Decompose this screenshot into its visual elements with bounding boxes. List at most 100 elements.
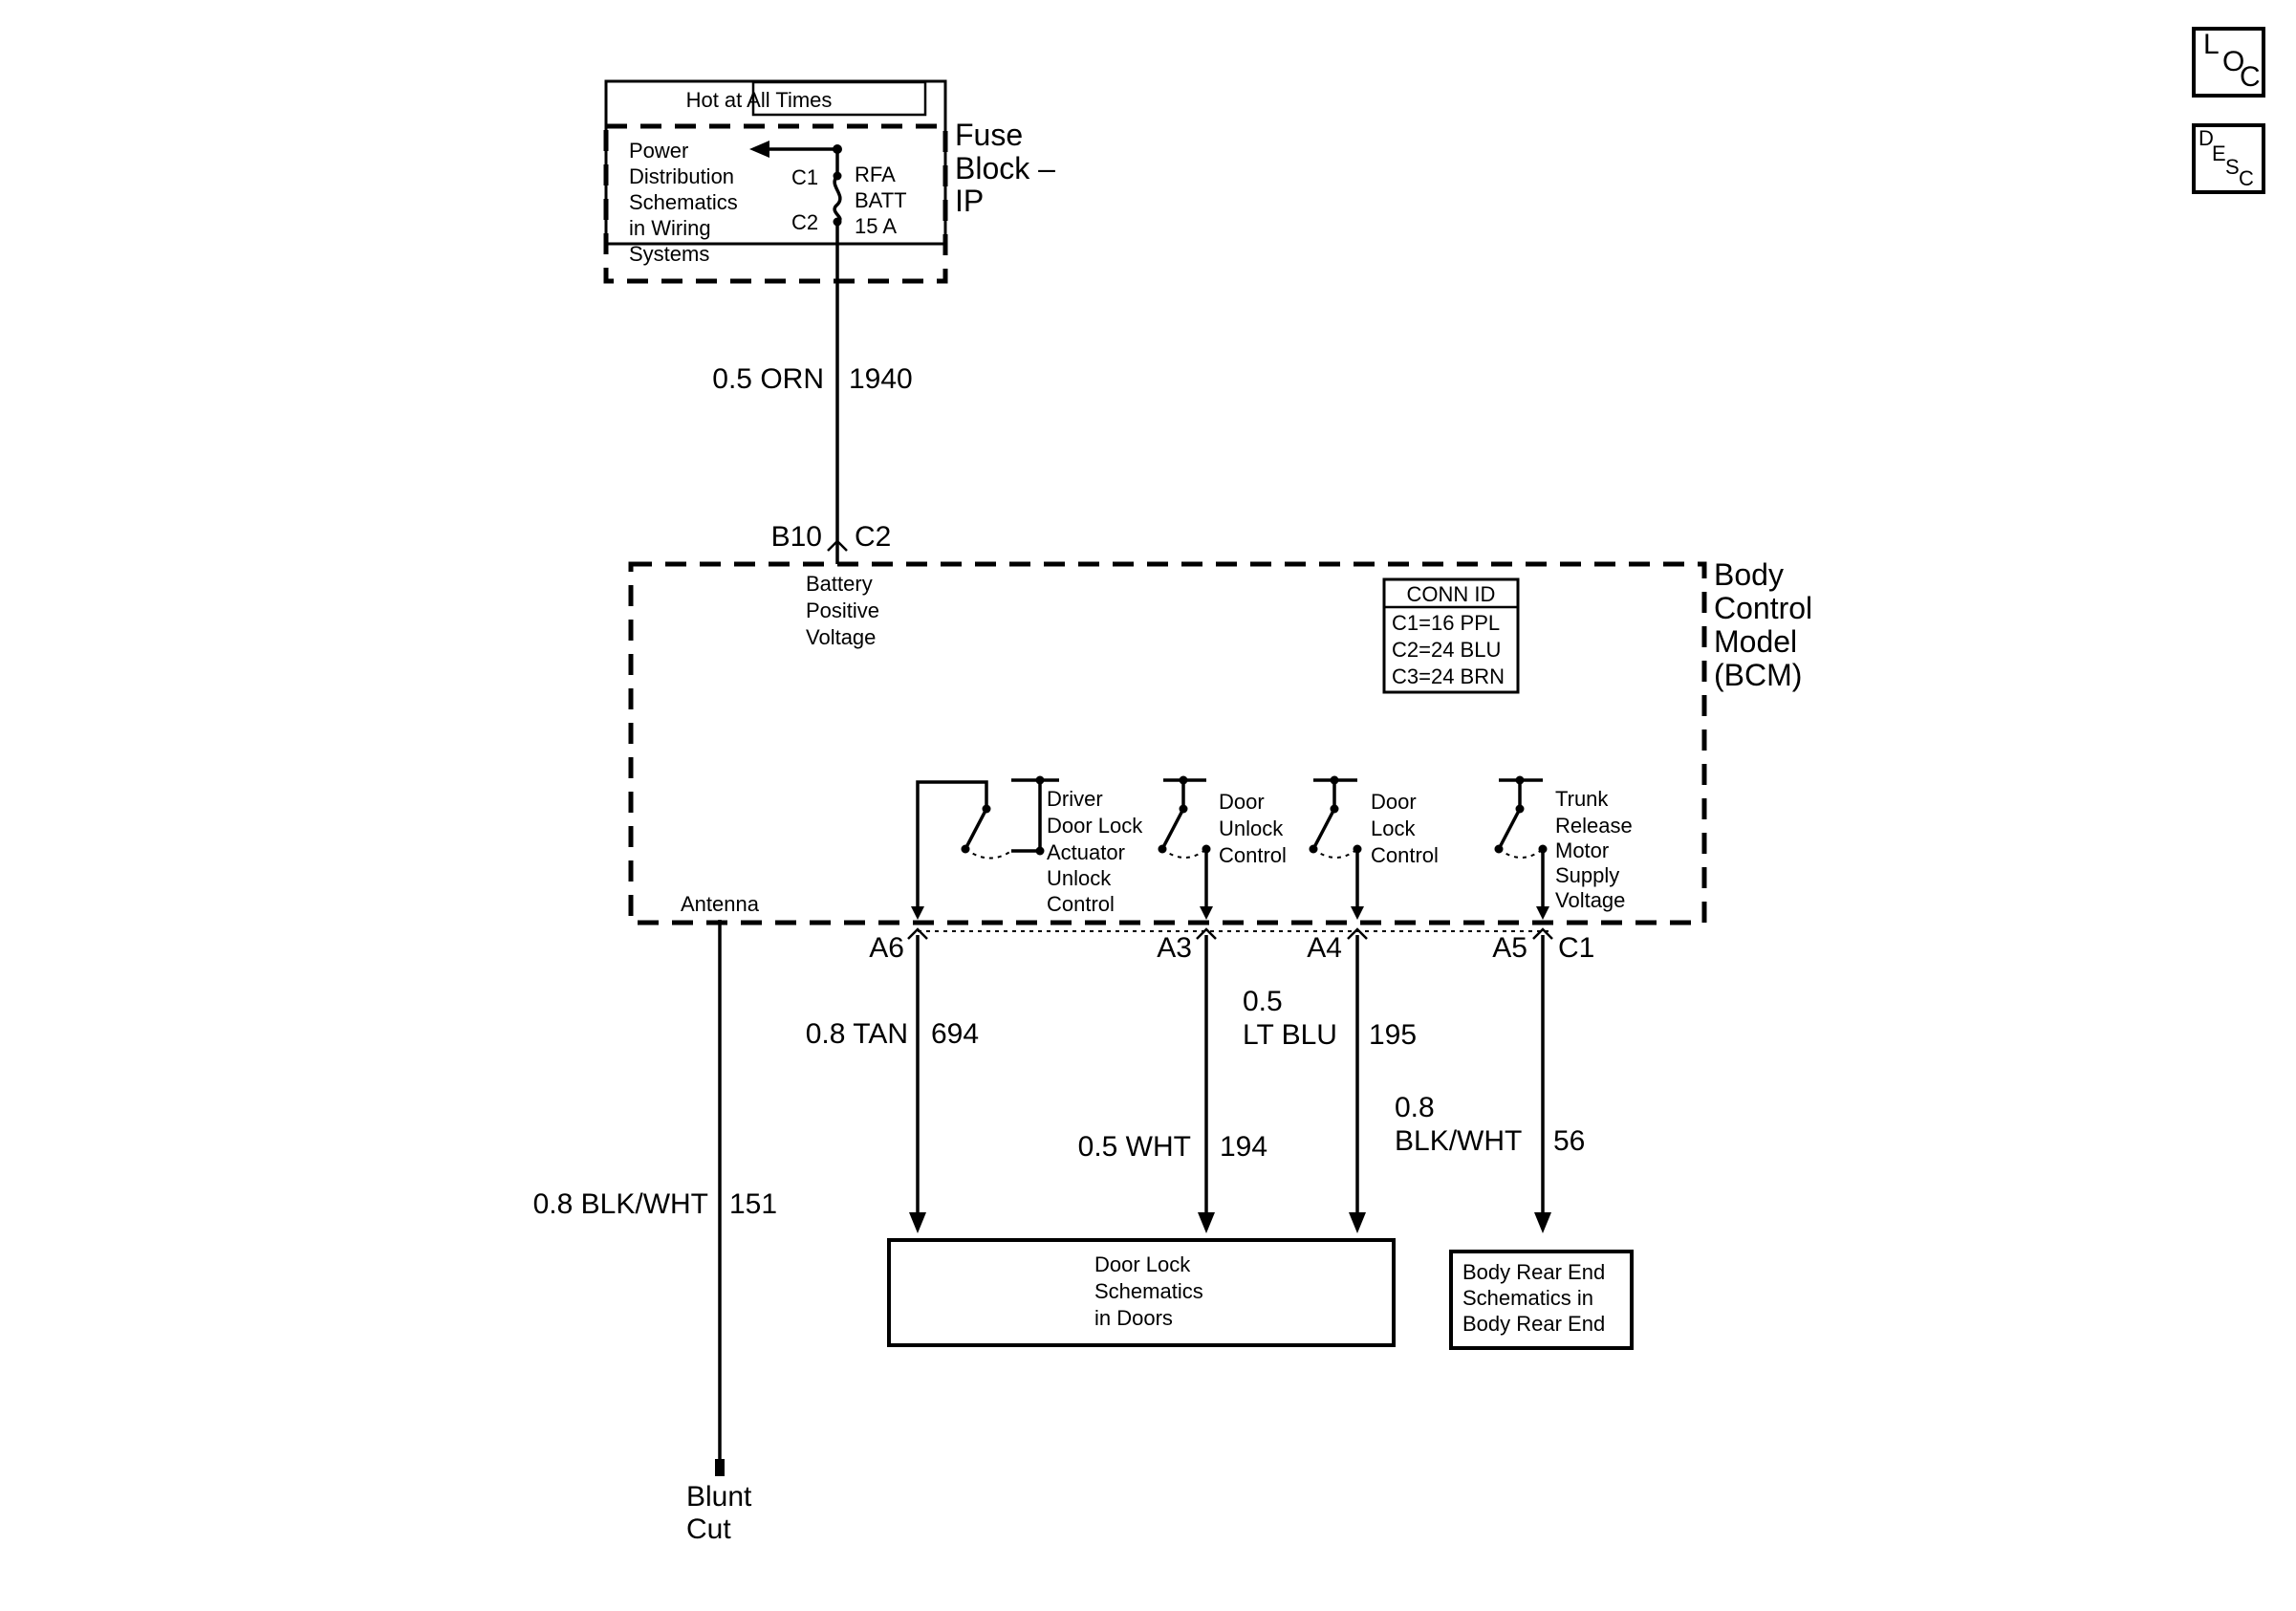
conn-id-header: CONN ID: [1407, 582, 1496, 606]
wire-195-arrowhead: [1349, 1212, 1366, 1233]
wire-56-gauge-2: BLK/WHT: [1395, 1125, 1522, 1157]
trunk-release-label-2: Release: [1555, 814, 1633, 838]
fuse-block-name-2: Block –: [955, 151, 1055, 185]
door-lock-label-2: Lock: [1371, 816, 1416, 840]
connector-c1-label: C1: [1558, 932, 1594, 964]
blunt-cut-label-2: Cut: [686, 1513, 731, 1545]
driver-unlock-label-2: Door Lock: [1047, 814, 1143, 838]
wire-56-circuit: 56: [1553, 1125, 1585, 1157]
driver-unlock-label-4: Unlock: [1047, 866, 1112, 890]
wire-694-arrowhead: [909, 1212, 926, 1233]
wire-1940-gauge: 0.5 ORN: [712, 363, 824, 395]
fuse-c2-label: C2: [791, 210, 818, 234]
svg-text:O: O: [2222, 46, 2244, 77]
desc-icon[interactable]: D E S C: [2192, 123, 2265, 194]
blunt-cut-terminal: [715, 1459, 725, 1476]
driver-unlock-label-3: Actuator: [1047, 840, 1125, 864]
svg-text:C: C: [2240, 61, 2261, 93]
svg-text:Schematics in: Schematics in: [1462, 1286, 1593, 1310]
fuse-label-1: RFA: [855, 163, 896, 186]
wire-694-circuit: 694: [931, 1018, 979, 1050]
wire-195-circuit: 195: [1369, 1019, 1417, 1051]
wire-151-circuit: 151: [729, 1188, 777, 1220]
wire-694-gauge: 0.8 TAN: [806, 1018, 908, 1050]
switch-trunk-release: [1494, 775, 1548, 916]
driver-unlock-label-1: Driver: [1047, 787, 1103, 811]
fuse-block: Hot at All Times: [604, 79, 947, 246]
battery-positive-label-1: Battery: [806, 572, 873, 596]
a3-internal-arrow: [1200, 906, 1213, 920]
power-distribution-ref[interactable]: Power Distribution Schematics in Wiring …: [629, 139, 738, 266]
fuse-block-outline: [603, 123, 948, 284]
svg-text:Systems: Systems: [629, 242, 709, 266]
door-lock-schematics-ref[interactable]: Door Lock Schematics in Doors: [887, 1238, 1396, 1347]
door-unlock-label-3: Control: [1219, 843, 1287, 867]
connector-b10: [827, 539, 848, 552]
svg-text:Body Rear End: Body Rear End: [1462, 1260, 1605, 1284]
body-rear-end-ref[interactable]: Body Rear End Schematics in Body Rear En…: [1449, 1250, 1634, 1350]
wire-195-gauge-1: 0.5: [1243, 986, 1283, 1017]
svg-text:C: C: [2239, 166, 2254, 190]
door-unlock-label-1: Door: [1219, 790, 1265, 814]
conn-id-row-1: C1=16 PPL: [1392, 611, 1500, 635]
trunk-release-label-3: Motor: [1555, 838, 1609, 862]
fuse-label-2: BATT: [855, 188, 907, 212]
wire-194-arrowhead: [1198, 1212, 1215, 1233]
wire-56-arrowhead: [1534, 1212, 1551, 1233]
connector-a4: [1347, 927, 1368, 940]
switch-door-unlock: [1158, 775, 1211, 916]
svg-text:Body Rear End: Body Rear End: [1462, 1312, 1605, 1336]
switch-driver-unlock: [916, 775, 1059, 916]
power-ref-arrowhead: [749, 141, 769, 158]
pin-b10-label: B10: [771, 521, 822, 553]
fuse-c1-label: C1: [791, 165, 818, 189]
hot-at-all-times-label: Hot at All Times: [686, 88, 833, 112]
trunk-release-label-1: Trunk: [1555, 787, 1609, 811]
svg-text:L: L: [2203, 29, 2220, 60]
svg-text:in Doors: in Doors: [1094, 1306, 1173, 1330]
a4-internal-arrow: [1351, 906, 1364, 920]
wire-195-gauge-2: LT BLU: [1243, 1019, 1337, 1051]
wire-194-circuit: 194: [1220, 1131, 1267, 1163]
door-lock-label-3: Control: [1371, 843, 1439, 867]
bcm-name-4: (BCM): [1714, 658, 1802, 692]
connector-a3: [1196, 927, 1217, 940]
wire-1940-circuit: 1940: [849, 363, 913, 395]
bcm-name-1: Body: [1714, 557, 1784, 592]
fuse-element: [833, 174, 842, 224]
svg-text:Schematics: Schematics: [629, 190, 738, 214]
trunk-release-label-4: Supply: [1555, 863, 1619, 887]
svg-text:Power: Power: [629, 139, 688, 163]
driver-unlock-label-5: Control: [1047, 892, 1115, 916]
conn-id-row-3: C3=24 BRN: [1392, 664, 1505, 688]
hot-label-box: [751, 80, 927, 117]
pin-a4-label: A4: [1307, 932, 1342, 964]
svg-text:Door Lock: Door Lock: [1094, 1252, 1191, 1276]
fuse-block-name-1: Fuse: [955, 118, 1023, 152]
svg-text:in Wiring: in Wiring: [629, 216, 711, 240]
bcm-name-2: Control: [1714, 591, 1812, 625]
bcm-outline: [628, 561, 1707, 925]
svg-text:E: E: [2212, 142, 2226, 165]
svg-text:Distribution: Distribution: [629, 164, 734, 188]
conn-id-row-2: C2=24 BLU: [1392, 638, 1501, 662]
door-unlock-label-2: Unlock: [1219, 816, 1284, 840]
svg-text:S: S: [2225, 155, 2240, 179]
svg-text:Schematics: Schematics: [1094, 1279, 1203, 1303]
switch-door-lock: [1309, 775, 1362, 916]
battery-positive-label-2: Positive: [806, 599, 879, 622]
fuse-label-3: 15 A: [855, 214, 897, 238]
door-lock-label-1: Door: [1371, 790, 1417, 814]
a5-internal-arrow: [1536, 906, 1549, 920]
battery-positive-label-3: Voltage: [806, 625, 876, 649]
conn-id-table: CONN ID C1=16 PPL C2=24 BLU C3=24 BRN: [1382, 577, 1520, 694]
a6-internal-arrow: [911, 906, 924, 920]
loc-icon[interactable]: L O C: [2192, 27, 2265, 98]
connector-a6: [907, 927, 928, 940]
wire-151-gauge: 0.8 BLK/WHT: [533, 1188, 708, 1220]
pin-a6-label: A6: [869, 932, 904, 964]
wire-194-gauge: 0.5 WHT: [1078, 1131, 1191, 1163]
pin-a3-label: A3: [1157, 932, 1192, 964]
trunk-release-label-5: Voltage: [1555, 888, 1625, 912]
